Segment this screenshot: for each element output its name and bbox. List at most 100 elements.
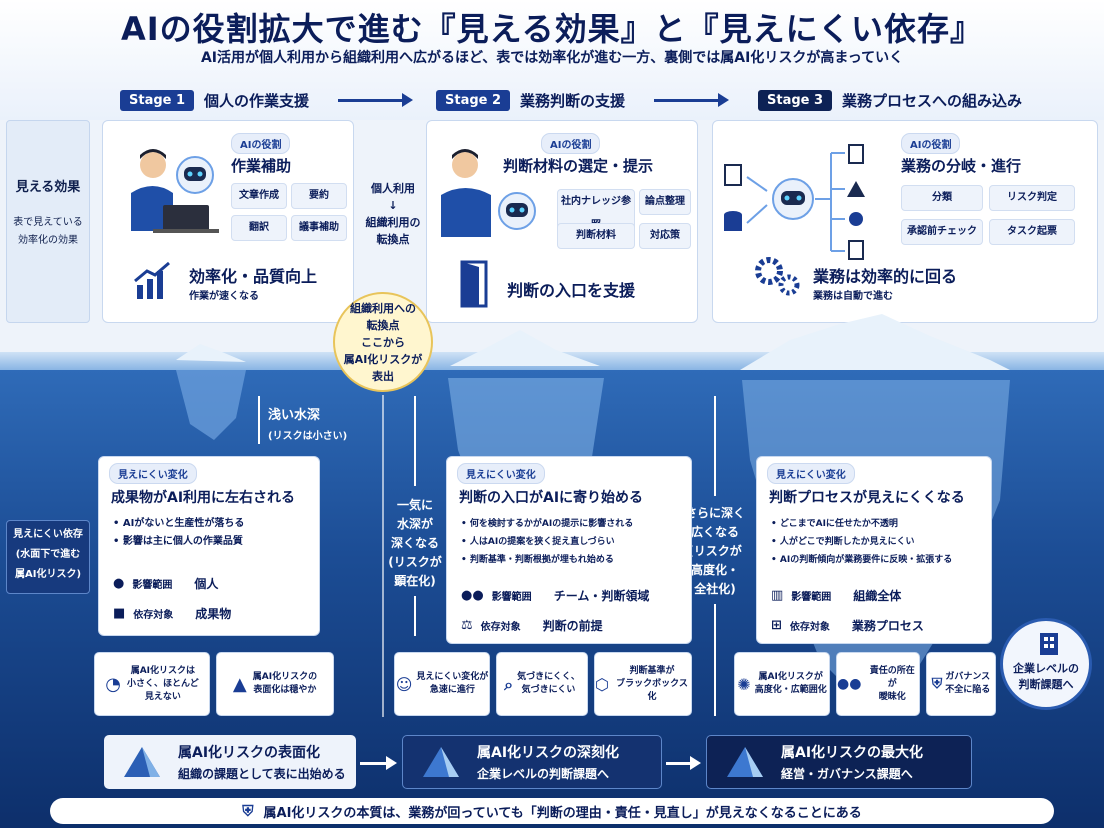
bottom-stage-2: 属AI化リスクの深刻化企業レベルの判断課題へ xyxy=(402,735,662,789)
dep-value-3: 業務プロセス xyxy=(851,619,924,633)
person-icon: ● xyxy=(113,576,125,591)
depth-line-1-bottom xyxy=(414,596,416,636)
role-chip-1-1: 文章作成 xyxy=(231,183,287,209)
hidden-bullet-1-1-text: AIがないと生産性が落ちる xyxy=(122,518,245,529)
role-pill-1: AIの役割 xyxy=(231,133,291,154)
turning-point-bubble: 組織利用への 転換点 ここから 属AI化リスクが 表出 xyxy=(333,292,433,392)
stage-1-header: Stage 1 個人の作業支援 xyxy=(120,88,309,112)
hidden-bullet-1-1: • AIがないと生産性が落ちる xyxy=(113,518,245,529)
role-pill-3: AIの役割 xyxy=(901,133,961,154)
transition-note-line-3: 組織利用の xyxy=(365,216,421,229)
stage-1-card: AIの役割 作業補助 文章作成 要約 翻訳 議事補助 効率化・品質向上 作業が速… xyxy=(102,120,354,323)
hidden-bullet-2-1: • 何を検討するかがAIの提示に影響される xyxy=(461,519,634,529)
hidden-bullet-3-1-text: どこまでAIに任せたか不透明 xyxy=(779,519,898,529)
hidden-change-card-1: 見えにくい変化 成果物がAI利用に左右される • AIがないと生産性が落ちる •… xyxy=(98,456,320,636)
mini-7-l1: 責任の所在が xyxy=(869,665,915,689)
mini-card-2: ▲ 属AI化リスクの表面化は穏やか xyxy=(216,652,334,716)
stage-3-header: Stage 3 業務プロセスへの組み込み xyxy=(758,88,1022,112)
shield-icon: ⛨ xyxy=(242,802,254,820)
bottom-arrow-1 xyxy=(360,762,388,765)
depth-label-1: 一気に 水深が 深くなる (リスクが 顕在化) xyxy=(388,496,442,591)
depth-1-l1: 一気に xyxy=(396,498,433,512)
bottom-arrow-1-head xyxy=(386,756,397,770)
mini-2-l1: 属AI化リスクの xyxy=(252,672,318,682)
dep-value-2: 判断の前提 xyxy=(542,619,603,633)
bubble-line-5: 表出 xyxy=(372,370,394,383)
bottom-3-sub: 経営・ガバナンス課題へ xyxy=(781,767,913,781)
iceberg-icon xyxy=(423,747,459,777)
mountain-icon: ▲ xyxy=(232,673,247,695)
hidden-dep-row-1: ■ 依存対象 成果物 xyxy=(113,605,231,622)
hidden-bullet-1-2-text: 影響は主に個人の作業品質 xyxy=(122,536,243,547)
mini-1-l3: 見えない xyxy=(144,691,181,702)
mini-6-l2: 高度化・広範囲化 xyxy=(754,685,827,695)
stage-3-card: AIの役割 業務の分岐・進行 分類 リスク判定 承認前チェック タスク起票 業務… xyxy=(712,120,1098,323)
mini-1-l1: 属AI化リスクは xyxy=(130,665,196,676)
mini-card-8: ⛨ ガバナンス不全に陥る xyxy=(926,652,996,716)
scope-label-1: 影響範囲 xyxy=(132,580,173,591)
gears-icon xyxy=(755,257,800,296)
bottom-1-title: 属AI化リスクの表面化 xyxy=(178,745,321,761)
mini-3-l1: 見えにくい変化が xyxy=(416,672,489,682)
footer-message: ⛨ 属AI化リスクの本質は、業務が回っていても「判断の理由・責任・見直し」が見え… xyxy=(50,798,1054,824)
depth-2-l5: 全社化) xyxy=(694,582,736,596)
transition-note-line-4: 転換点 xyxy=(376,233,410,246)
transition-note-line-1: 個人利用 xyxy=(371,182,415,195)
hidden-scope-row-1: ● 影響範囲 個人 xyxy=(113,575,218,592)
bottom-stage-3: 属AI化リスクの最大化経営・ガバナンス課題へ xyxy=(706,735,972,789)
bubble-line-4: 属AI化リスクが xyxy=(343,353,423,366)
door-icon xyxy=(460,260,488,308)
scope-value-1: 個人 xyxy=(194,577,219,591)
depth-1-l3: 深くなる xyxy=(390,536,439,550)
hidden-bullets-2: • 何を検討するかがAIの提示に影響される • 人はAIの提案を狭く捉え直しづら… xyxy=(461,515,633,569)
scope-label-2: 影響範囲 xyxy=(491,592,532,603)
depth-2-l2: 広くなる xyxy=(690,525,739,539)
cube-icon: ⬡ xyxy=(595,674,609,694)
bubble-pointer-line xyxy=(382,395,384,717)
mini-4-l2: 気づきにくい xyxy=(521,685,576,695)
team-icon: ●● xyxy=(461,588,484,603)
visible-effect-title: 見える効果 xyxy=(15,180,81,195)
shield-icon: ⛨ xyxy=(931,675,943,692)
shallow-sub: (リスクは小さい) xyxy=(268,431,348,442)
box-icon: ■ xyxy=(113,606,126,621)
dep-label-1: 依存対象 xyxy=(133,610,174,621)
hidden-bullets-3: • どこまでAIに任せたか不透明 • 人がどこで判断したか見えにくい • AIの… xyxy=(771,515,952,569)
growth-chart-icon xyxy=(134,261,170,299)
depth-line-2-bottom xyxy=(714,604,716,716)
hidden-bullet-3-2: • 人がどこで判断したか見えにくい xyxy=(771,537,915,547)
role-chip-3-1: 分類 xyxy=(901,185,983,211)
bubble-line-3: ここから xyxy=(361,336,405,349)
stage-1-label: 個人の作業支援 xyxy=(204,91,310,110)
role-chip-3-3: 承認前チェック xyxy=(901,219,983,245)
bottom-arrow-2 xyxy=(666,762,692,765)
people-icon: ●● xyxy=(837,675,862,692)
mini-card-3: ☺ 見えにくい変化が急速に進行 xyxy=(394,652,490,716)
mini-3-l2: 急速に進行 xyxy=(429,685,475,695)
depth-line-2-top xyxy=(714,396,716,496)
iceberg-icon xyxy=(124,747,160,777)
bubble-line-1: 組織利用への xyxy=(350,302,416,315)
role-title-2: 判断材料の選定・提示 xyxy=(503,157,654,175)
head-brain-icon: ☺ xyxy=(395,674,413,694)
depth-1-l4: (リスクが xyxy=(388,555,442,569)
hidden-dep-row-2: ⚖ 依存対象 判断の前提 xyxy=(461,617,603,634)
depth-2-l1: さらに深く xyxy=(684,506,745,520)
role-chip-1-3: 翻訳 xyxy=(231,215,287,241)
hidden-bullet-3-3-text: AIの判断傾向が業務要件に反映・拡張する xyxy=(779,555,953,565)
role-chip-2-3: 判断材料 xyxy=(557,223,635,249)
hidden-scope-row-2: ●● 影響範囲 チーム・判断領域 xyxy=(461,587,649,604)
depth-line-1-top xyxy=(414,396,416,486)
page-title: AIの役割拡大で進む『見える効果』と『見えにくい依存』 xyxy=(120,10,984,48)
stage-arrow-2 xyxy=(654,99,718,102)
hidden-bullet-3-1: • どこまでAIに任せたか不透明 xyxy=(771,519,898,529)
dep-label-3: 依存対象 xyxy=(789,622,830,633)
role-chip-3-4: タスク起票 xyxy=(989,219,1075,245)
stage-1-pill: Stage 1 xyxy=(120,89,195,111)
hidden-bullet-3-3: • AIの判断傾向が業務要件に反映・拡張する xyxy=(771,555,953,565)
footer-text: 属AI化リスクの本質は、業務が回っていても「判断の理由・責任・見直し」が見えなく… xyxy=(263,805,862,821)
role-chip-3-2: リスク判定 xyxy=(989,185,1075,211)
mini-1-l2: 小さく、ほとんど xyxy=(126,678,199,689)
bottom-stage-1: 属AI化リスクの表面化組織の課題として表に出始める xyxy=(104,735,356,789)
visible-effect-line-2: 効率化の効果 xyxy=(18,235,78,246)
